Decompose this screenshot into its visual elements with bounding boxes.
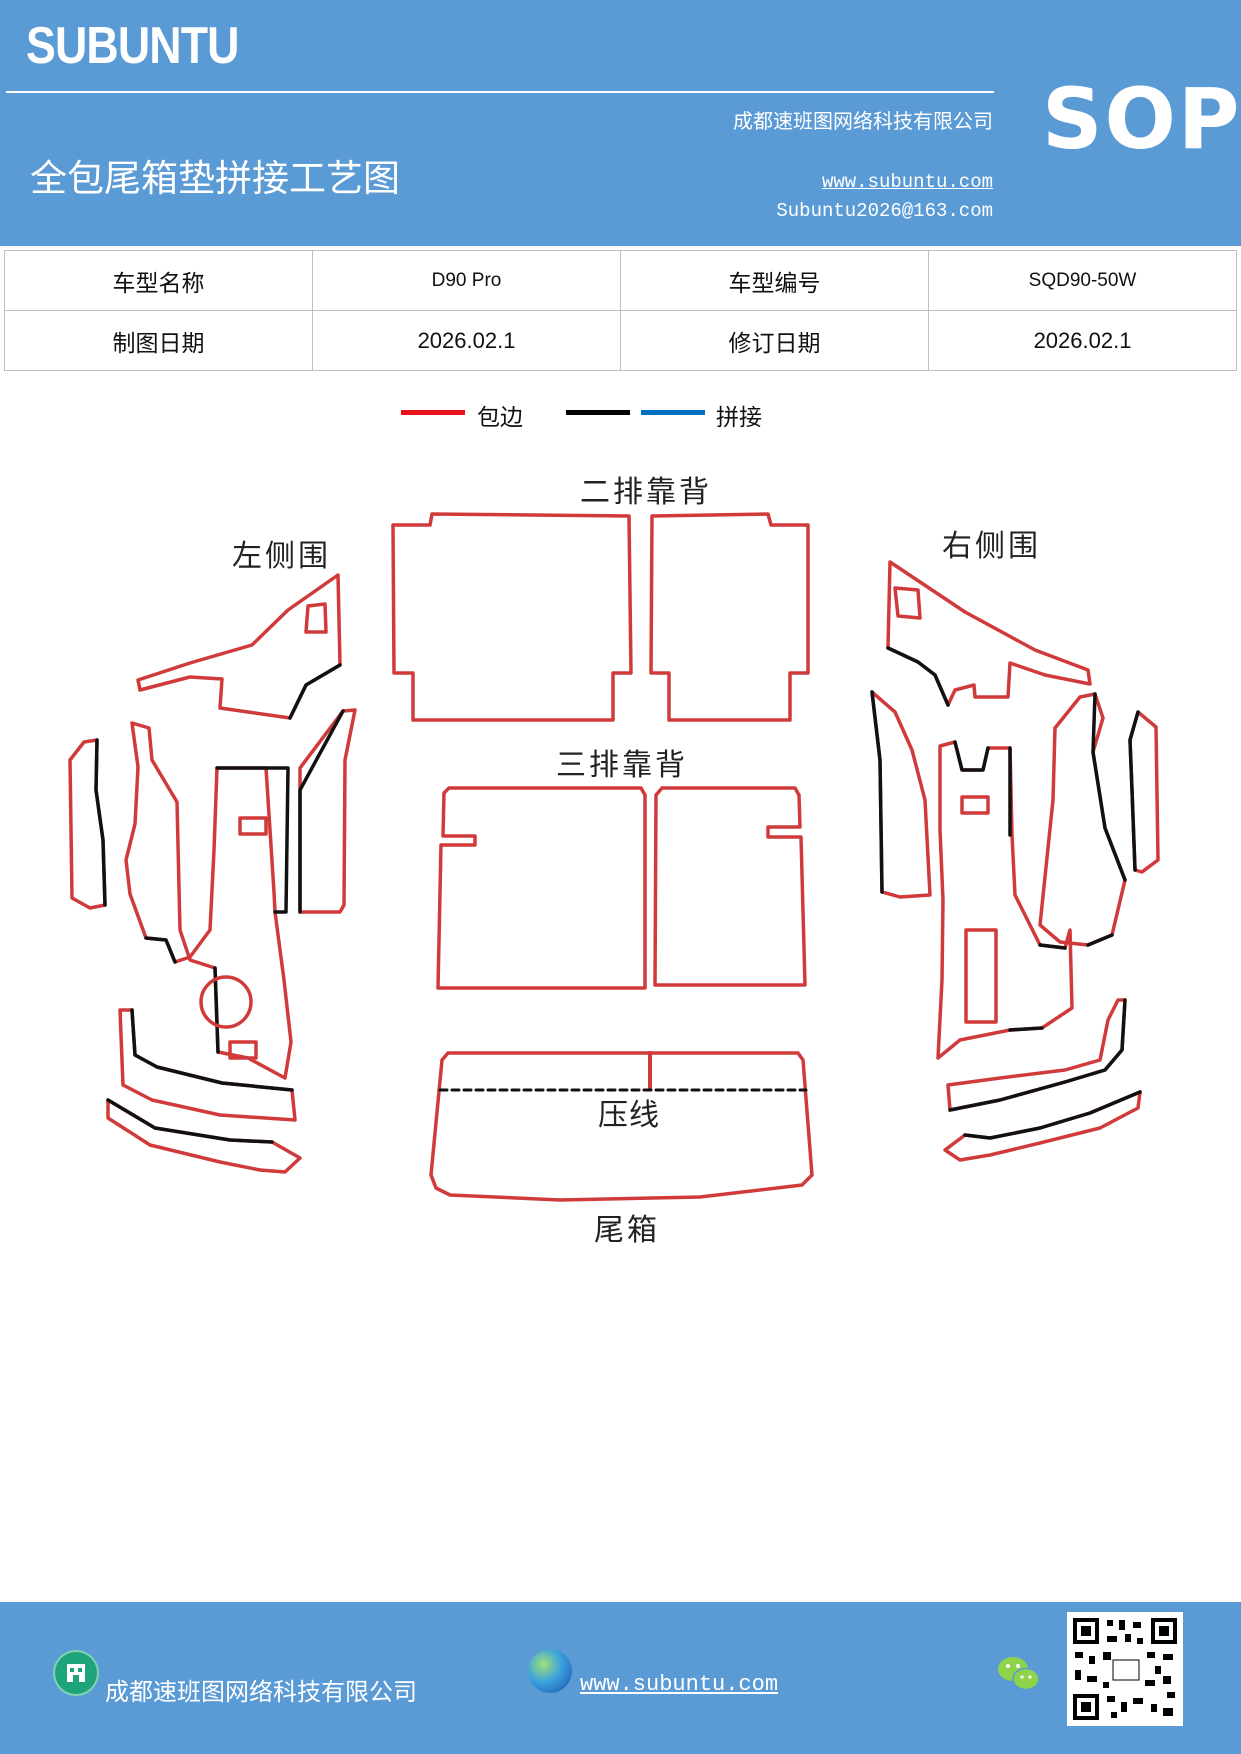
header-company-name: 成都速班图网络科技有限公司 [733, 109, 993, 133]
legend: 包边 拼接 [0, 398, 1241, 438]
right-upper-wing-seam [886, 646, 950, 707]
second-row-back-right-panel [649, 512, 810, 722]
third-row-back-right-panel [653, 786, 807, 987]
right-long-cutout [964, 928, 998, 1024]
left-upper-window [304, 602, 328, 634]
right-lower-strip-2-seam [963, 1090, 1142, 1140]
header-banner: SUBUNTU 成都速班图网络科技有限公司 全包尾箱垫拼接工艺图 www.sub… [0, 0, 1241, 246]
right-inner-strip-seam [870, 690, 884, 894]
wechat-icon[interactable] [996, 1654, 1042, 1694]
table-row: 制图日期 2026.02.1 修订日期 2026.02.1 [4, 310, 1237, 371]
footer-banner: 成都速班图网络科技有限公司 www.subuntu.com [0, 1602, 1241, 1754]
building-icon [53, 1650, 99, 1696]
label-right-side: 右侧围 [942, 529, 1041, 564]
right-outer-strip-seam [1128, 710, 1140, 872]
label-third-row-back: 三排靠背 [556, 748, 688, 783]
footer-company-name: 成都速班图网络科技有限公司 [105, 1678, 417, 1706]
header-divider [6, 91, 994, 93]
model-code-label: 车型编号 [620, 250, 929, 311]
model-name-value: D90 Pro [312, 250, 621, 311]
right-small-cutout [960, 795, 990, 815]
left-small-cutout-lower [228, 1040, 258, 1060]
right-upper-wing [886, 560, 1092, 707]
second-row-back-left-panel [391, 512, 633, 722]
right-mid-strip-seam [1086, 692, 1127, 947]
header-email[interactable]: Subuntu2026@163.com [776, 200, 993, 222]
qr-code [1067, 1612, 1183, 1726]
legend-edge-label: 包边 [477, 405, 523, 431]
left-upper-wing [136, 573, 342, 720]
label-left-side: 左侧围 [232, 539, 331, 574]
right-main-seam [953, 740, 1067, 1032]
drawing-date-value: 2026.02.1 [312, 310, 621, 371]
legend-seam-black-swatch [566, 410, 630, 415]
label-second-row-back: 二排靠背 [580, 475, 712, 510]
revision-date-value: 2026.02.1 [928, 310, 1237, 371]
globe-icon [528, 1649, 572, 1693]
right-side-panels [870, 560, 1160, 1162]
left-side-panels [68, 573, 357, 1174]
footer-website-link[interactable]: www.subuntu.com [580, 1672, 779, 1697]
third-row-back-left-panel [436, 786, 647, 990]
right-lower-strip-1-seam [948, 998, 1127, 1112]
left-round-cutout [199, 975, 253, 1029]
trunk-floor-panel [429, 1051, 814, 1202]
brand-logo: SUBUNTU [26, 17, 239, 75]
mat-splicing-diagram: 二排靠背 左侧围 右侧围 三排靠背 压线 尾箱 [0, 440, 1241, 1260]
label-crease: 压线 [598, 1098, 660, 1133]
vehicle-info-table: 车型名称 D90 Pro 车型编号 SQD90-50W 制图日期 2026.02… [4, 250, 1237, 371]
left-outer-strip-seam [94, 738, 107, 907]
legend-seam-label: 拼接 [716, 405, 762, 431]
right-upper-window [893, 586, 922, 620]
left-main-seam [144, 766, 290, 1054]
model-name-label: 车型名称 [4, 250, 313, 311]
left-lower-strip-1-seam [130, 1008, 294, 1092]
label-trunk: 尾箱 [594, 1213, 660, 1248]
header-website-link[interactable]: www.subuntu.com [821, 171, 993, 193]
left-upper-wing-seam [288, 663, 342, 720]
left-inner-strip-seam [298, 709, 345, 914]
right-lower-strip-1 [946, 998, 1127, 1112]
pattern-drawing [68, 512, 1160, 1202]
legend-edge-swatch [401, 410, 465, 415]
document-title: 全包尾箱垫拼接工艺图 [30, 157, 400, 200]
left-small-cutout-upper [238, 816, 268, 836]
revision-date-label: 修订日期 [620, 310, 929, 371]
legend-seam-blue-swatch [641, 410, 705, 415]
left-lower-strip-2-seam [106, 1098, 274, 1144]
model-code-value: SQD90-50W [928, 250, 1237, 311]
sop-badge: SOP [1042, 70, 1241, 168]
left-lower-strip-1 [118, 1008, 297, 1122]
left-main-panel [124, 721, 293, 1080]
right-mid-strip [1038, 692, 1127, 947]
drawing-date-label: 制图日期 [4, 310, 313, 371]
table-row: 车型名称 D90 Pro 车型编号 SQD90-50W [4, 250, 1237, 311]
